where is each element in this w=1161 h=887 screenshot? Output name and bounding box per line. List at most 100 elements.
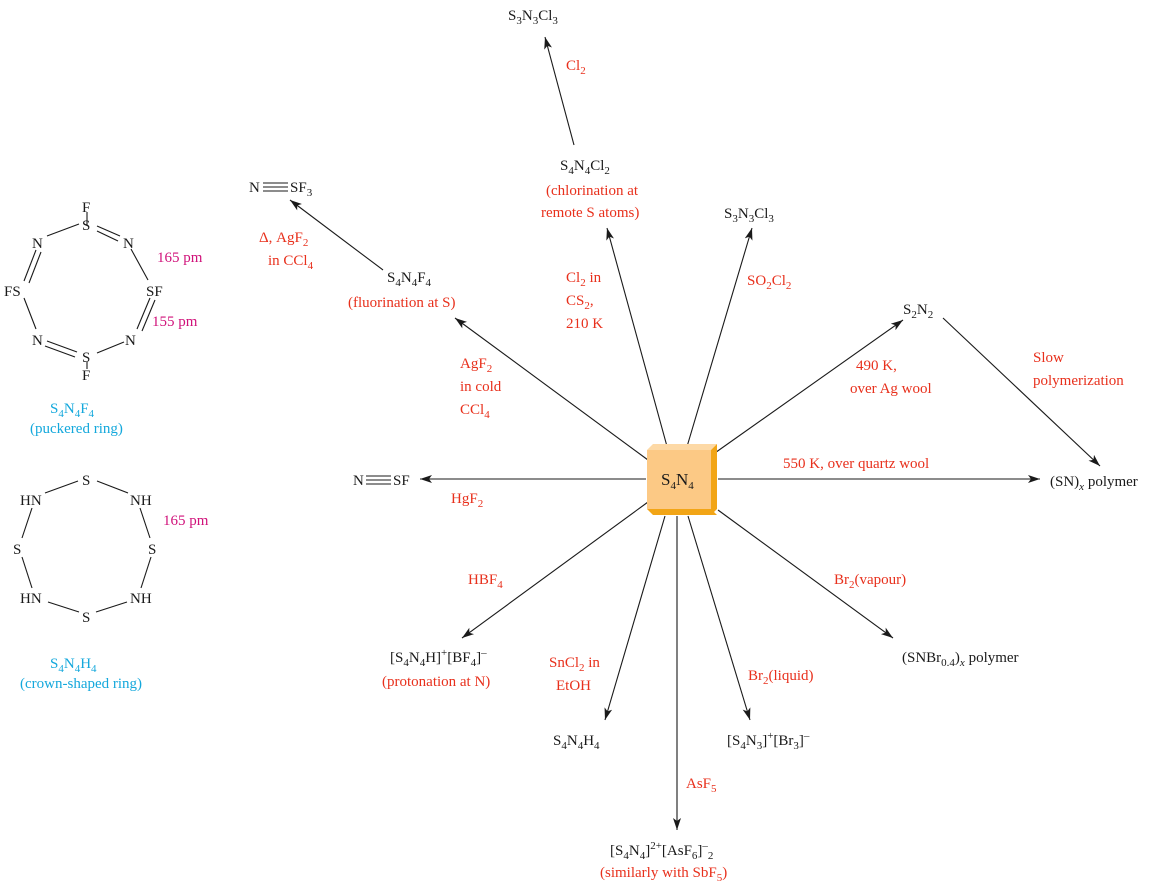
product-s4n4h-salt: [S4N4H]+[BF4]– <box>390 647 487 669</box>
reagent-cl2-cs2-line1: Cl2 in <box>566 270 602 289</box>
note-protonation: (protonation at N) <box>382 674 490 690</box>
arrow-s4n4cl2-to-s3n3cl3 <box>544 36 575 146</box>
nsf-sf: SF <box>393 473 410 489</box>
arrow-to-s4n4h4 <box>604 515 666 721</box>
atom-s-left: S <box>13 542 21 558</box>
atom-n-lr: N <box>125 333 136 349</box>
nsf3-sf: SF3 <box>290 180 313 199</box>
reagent-cl2-cs2-line2: CS2, <box>566 293 594 312</box>
atom-hn-ul: HN <box>20 493 42 509</box>
product-s4n4-asf6: [S4N4]2+[AsF6]–2 <box>610 840 713 862</box>
atom-top-s: S <box>82 473 90 489</box>
nsf-n: N <box>353 473 364 489</box>
box-side-face <box>711 444 717 515</box>
atom-nh-lr: NH <box>130 591 152 607</box>
bond-hn-s-top <box>44 480 79 494</box>
distance-165pm: 165 pm <box>157 250 203 266</box>
product-s2n2: S2N2 <box>903 302 933 321</box>
center-label: S4N4 <box>661 470 694 492</box>
reaction-arrows <box>289 36 1101 830</box>
atom-n-ll: N <box>32 333 43 349</box>
atom-sf-right: SF <box>146 284 163 300</box>
atom-bottom-s: S <box>82 350 90 366</box>
atom-s-right: S <box>148 542 156 558</box>
products: S3N3Cl3 S4N4Cl2 (chlorination at remote … <box>249 8 1138 884</box>
ring-s4n4f4: F S N N FS SF N N S F 165 pm 155 pm S4N4… <box>4 200 203 437</box>
arrow-to-s4n3-salt <box>687 515 751 721</box>
nsf3-n: N <box>249 180 260 196</box>
product-s4n4f4: S4N4F4 <box>387 270 432 289</box>
bond-nh-s-right <box>139 507 151 539</box>
caption-s4n4h4: S4N4H4 <box>50 656 97 675</box>
atom-bottom-s: S <box>82 610 90 626</box>
reagent-hgf2: HgF2 <box>451 491 483 510</box>
box-top-face <box>647 444 717 450</box>
bond-s-n-top-right-b <box>96 230 119 242</box>
reagent-cl2-cs2-line3: 210 K <box>566 316 603 332</box>
reagent-agf2-cold-line1: AgF2 <box>460 356 492 375</box>
bond-n-sf-right <box>130 248 149 281</box>
product-s3n3cl3-top: S3N3Cl3 <box>508 8 558 27</box>
box-front-face <box>647 450 711 509</box>
reagent-slow-poly-line1: Slow <box>1033 350 1064 366</box>
bond-hn-s-bottom <box>47 601 80 613</box>
arrow-to-s4n4f4 <box>454 317 649 461</box>
bond-sf-n-lower-b <box>141 299 156 332</box>
reagent-br2-liquid: Br2(liquid) <box>748 668 814 687</box>
product-s3n3cl3-right: S3N3Cl3 <box>724 206 774 225</box>
atom-n-ul: N <box>32 236 43 252</box>
reagent-ag-wool-line2: over Ag wool <box>850 381 932 397</box>
product-nsf: N SF <box>353 473 410 489</box>
bond-hn-s-left <box>21 507 33 539</box>
note-chlorination-2: remote S atoms) <box>541 205 639 221</box>
atom-n-ur: N <box>123 236 134 252</box>
product-snbr-polymer: (SNBr0.4)x polymer <box>902 650 1019 669</box>
arrow-s2n2-to-sn-polymer <box>942 317 1101 467</box>
atom-bottom-f: F <box>82 368 90 384</box>
product-nsf3: N SF3 <box>249 180 313 199</box>
reagent-br2-vapour: Br2(vapour) <box>834 572 906 591</box>
caption-s4n4f4: S4N4F4 <box>50 401 95 420</box>
reagent-agf2-cold-line2: in cold <box>460 379 502 395</box>
distance-165pm: 165 pm <box>163 513 209 529</box>
bond-n-s-bottom-left-b <box>44 345 76 358</box>
reagent-agf2-cold-line3: CCl4 <box>460 402 490 421</box>
reagent-asf5: AsF5 <box>686 776 717 795</box>
reagent-sncl2-line2: EtOH <box>556 678 591 694</box>
bond-sf-n-lower-a <box>136 297 151 330</box>
reagents: Cl2 Cl2 in CS2, 210 K SO2Cl2 Δ, AgF2 in … <box>259 58 1124 795</box>
arrow-to-snbr-polymer <box>717 509 894 639</box>
reagent-slow-poly-line2: polymerization <box>1033 373 1124 389</box>
bond-s-nh-right <box>140 556 152 589</box>
bond-n-fs-a <box>23 249 37 282</box>
product-sn-polymer: (SN)x polymer <box>1050 474 1138 493</box>
arrow-to-s3n3cl3 <box>685 227 753 451</box>
atom-nh-ur: NH <box>130 493 152 509</box>
arrow-s4n4f4-to-nsf3 <box>289 199 384 271</box>
ring-s4n4h4: S HN NH S S HN NH S 165 pm S4N4H4 (crown… <box>13 473 209 692</box>
bond-n-s-top-left <box>46 223 80 237</box>
caption-crown-shaped-ring: (crown-shaped ring) <box>20 676 142 692</box>
product-s4n4h4: S4N4H4 <box>553 733 600 752</box>
bond-fs-n-lower <box>23 297 37 330</box>
bond-s-nh-bottom <box>95 601 128 613</box>
bond-s-nh-top <box>96 480 129 494</box>
distance-155pm: 155 pm <box>152 314 198 330</box>
arrow-to-s4n4cl2 <box>606 227 669 451</box>
reagent-agf2-ccl4-line1: Δ, AgF2 <box>259 230 308 249</box>
arrow-to-s2n2 <box>711 319 904 456</box>
bond-n-s-bottom-left-a <box>46 340 78 353</box>
caption-puckered-ring: (puckered ring) <box>30 421 123 437</box>
atom-fs-left: FS <box>4 284 21 300</box>
product-s4n4cl2: S4N4Cl2 <box>560 158 610 177</box>
box-bottom-face <box>647 509 717 515</box>
s4n4-center-box: S4N4 <box>647 444 717 515</box>
reagent-agf2-ccl4-line2: in CCl4 <box>268 253 314 272</box>
atom-top-f: F <box>82 200 90 216</box>
reagent-quartz-wool: 550 K, over quartz wool <box>783 456 929 472</box>
bond-s-n-top-right-a <box>96 225 121 237</box>
bond-s-n-bottom-right <box>96 341 125 354</box>
bond-n-fs-b <box>28 251 42 284</box>
reagent-ag-wool-line1: 490 K, <box>856 358 897 374</box>
